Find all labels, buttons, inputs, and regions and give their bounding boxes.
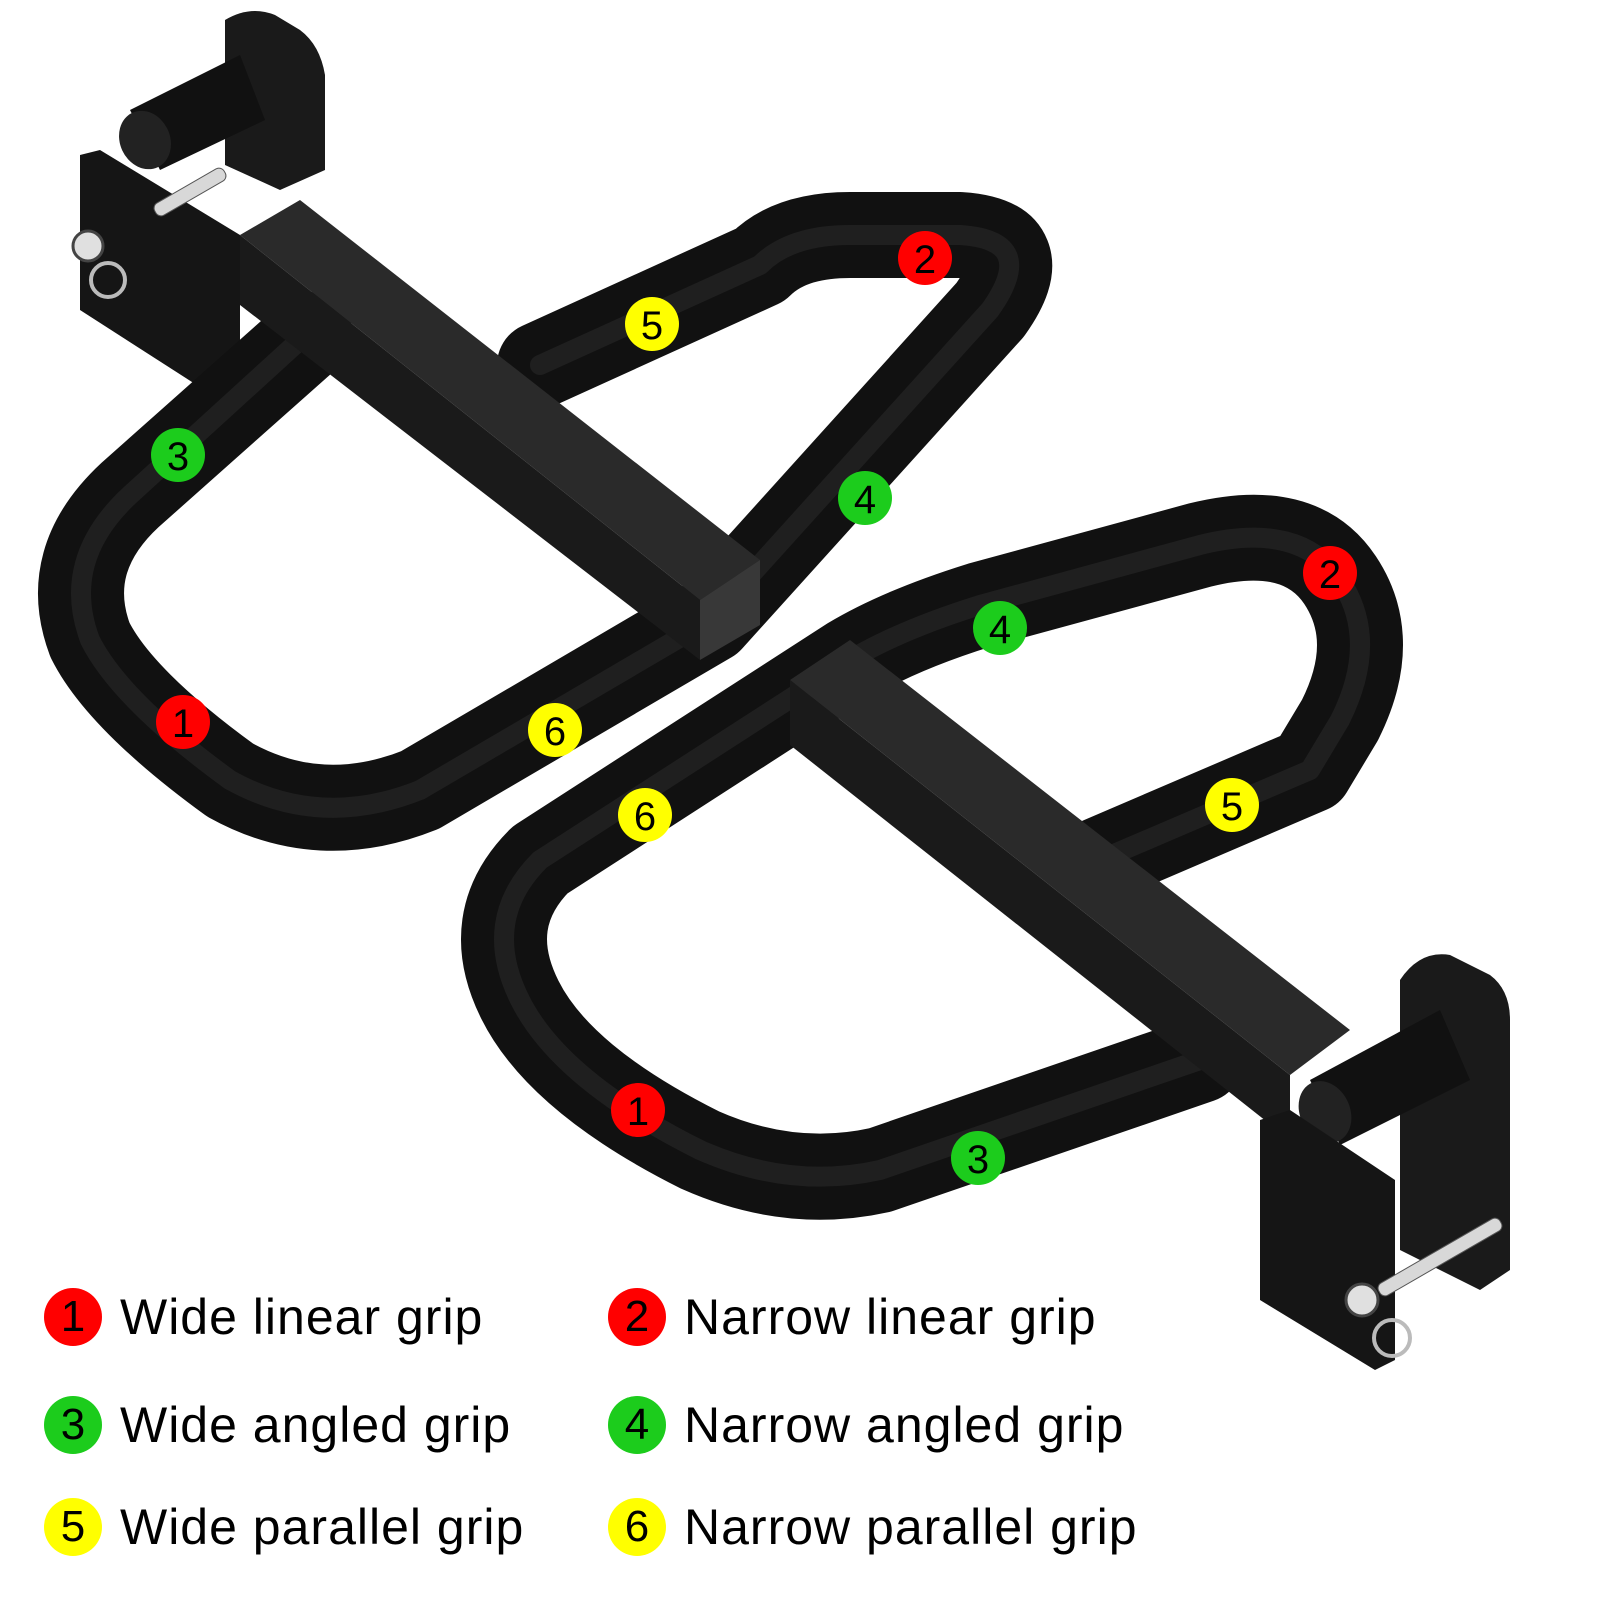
grip-marker-dot xyxy=(838,471,892,525)
grip-marker-number: 5 xyxy=(1221,785,1243,829)
grip-marker: 5 xyxy=(625,297,679,351)
grip-markers: 1 2 3 4 5 6 1 2 xyxy=(151,231,1357,1185)
grip-marker-dot xyxy=(156,695,210,749)
grip-marker-dot xyxy=(611,1083,665,1137)
legend-dot: 2 xyxy=(608,1288,666,1346)
grip-marker-dot xyxy=(528,703,582,757)
grip-marker-dot xyxy=(1303,546,1357,600)
grip-marker: 3 xyxy=(151,428,205,482)
grip-marker: 6 xyxy=(618,788,672,842)
grip-marker: 1 xyxy=(156,695,210,749)
grip-marker: 2 xyxy=(898,231,952,285)
top-mount-plate-front xyxy=(80,150,240,400)
grip-marker: 4 xyxy=(973,601,1027,655)
top-mount-plate-back xyxy=(225,11,325,190)
grip-marker: 6 xyxy=(528,703,582,757)
grip-marker-dot xyxy=(1205,778,1259,832)
legend-label: Narrow angled grip xyxy=(684,1397,1125,1453)
top-jhook-peg xyxy=(119,55,265,170)
bottom-square-beam xyxy=(790,640,1350,1075)
legend-item-wide-parallel: 5 Wide parallel grip xyxy=(44,1492,524,1562)
grip-marker: 5 xyxy=(1205,778,1259,832)
legend-item-narrow-angled: 4 Narrow angled grip xyxy=(608,1390,1124,1460)
legend-item-narrow-linear: 2 Narrow linear grip xyxy=(608,1282,1097,1352)
legend-label: Narrow linear grip xyxy=(684,1289,1097,1345)
legend-item-wide-linear: 1 Wide linear grip xyxy=(44,1282,483,1352)
grip-marker-number: 2 xyxy=(1319,553,1341,597)
grip-marker: 4 xyxy=(838,471,892,525)
bottom-mount-plate-back xyxy=(1400,954,1510,1290)
grip-marker-number: 4 xyxy=(854,478,876,522)
grip-marker-number: 6 xyxy=(544,710,566,754)
legend-item-wide-angled: 3 Wide angled grip xyxy=(44,1390,511,1460)
legend-label: Wide angled grip xyxy=(120,1397,512,1453)
top-pin xyxy=(71,167,227,299)
grip-marker-dot xyxy=(898,231,952,285)
grip-marker-number: 1 xyxy=(172,702,194,746)
grip-marker-number: 1 xyxy=(627,1090,649,1134)
grip-marker: 3 xyxy=(951,1131,1005,1185)
top-square-beam xyxy=(240,200,760,600)
grip-marker: 2 xyxy=(1303,546,1357,600)
bottom-pin xyxy=(1344,1217,1503,1358)
grip-marker-number: 4 xyxy=(989,608,1011,652)
grip-marker-number: 2 xyxy=(914,238,936,282)
grip-marker-number: 6 xyxy=(634,795,656,839)
legend-dot: 4 xyxy=(608,1396,666,1454)
legend-label: Narrow parallel grip xyxy=(684,1499,1138,1555)
grip-marker-dot xyxy=(151,428,205,482)
grip-marker-number: 3 xyxy=(167,435,189,479)
grip-legend: 1 Wide linear grip 2 Narrow linear grip … xyxy=(44,1282,1224,1582)
legend-dot: 5 xyxy=(44,1498,102,1556)
legend-item-narrow-parallel: 6 Narrow parallel grip xyxy=(608,1492,1138,1562)
grip-marker-number: 5 xyxy=(641,304,663,348)
legend-dot: 6 xyxy=(608,1498,666,1556)
top-handle xyxy=(38,11,1053,851)
grip-marker-number: 3 xyxy=(967,1138,989,1182)
grip-marker-dot xyxy=(973,601,1027,655)
legend-label: Wide parallel grip xyxy=(120,1499,525,1555)
legend-dot: 3 xyxy=(44,1396,102,1454)
legend-label: Wide linear grip xyxy=(120,1289,484,1345)
grip-marker-dot xyxy=(951,1131,1005,1185)
grip-marker-dot xyxy=(618,788,672,842)
legend-dot: 1 xyxy=(44,1288,102,1346)
grip-marker: 1 xyxy=(611,1083,665,1137)
grip-marker-dot xyxy=(625,297,679,351)
